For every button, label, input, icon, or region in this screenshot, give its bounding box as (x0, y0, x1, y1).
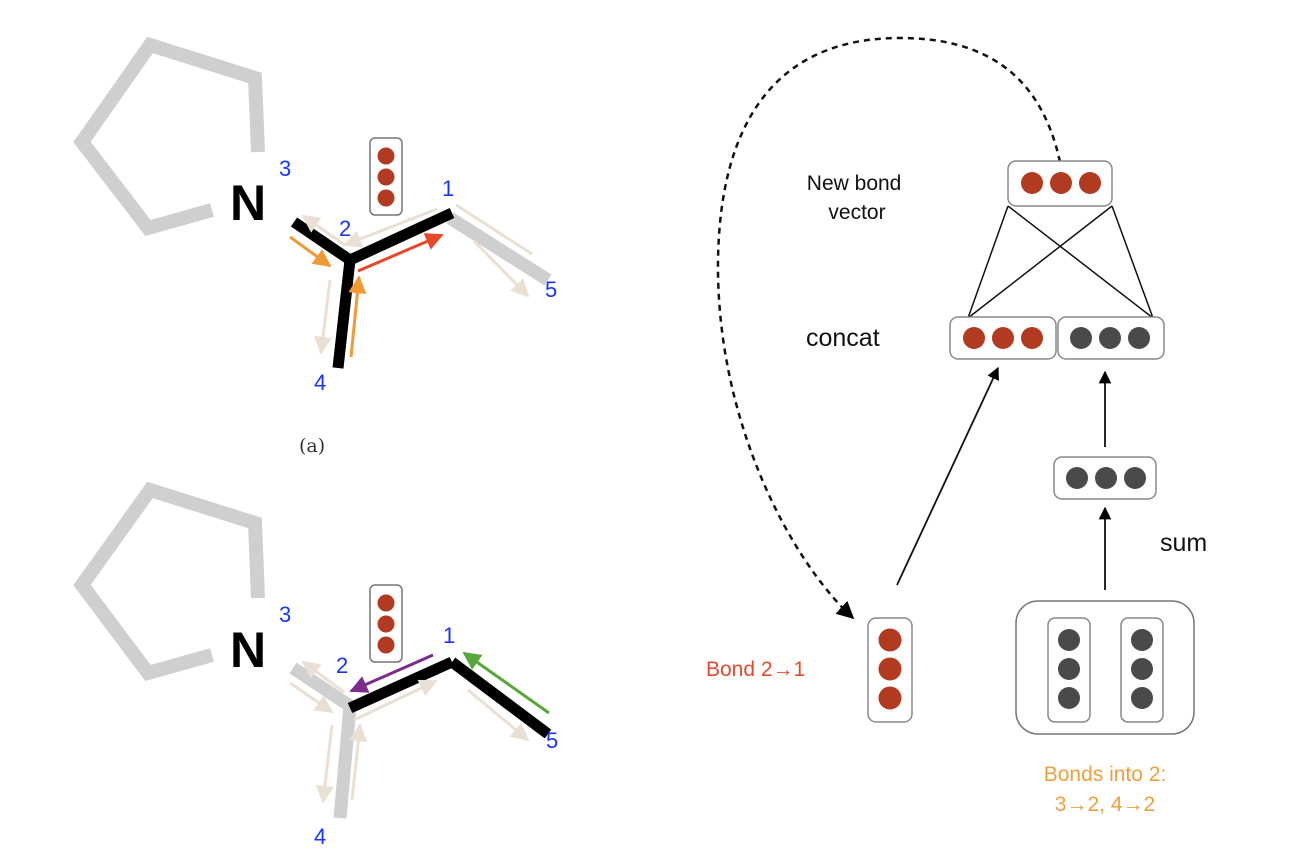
green-arrow-b (462, 651, 550, 715)
vector-dot (377, 147, 395, 165)
concat-label: concat (806, 324, 880, 352)
vector-dot (377, 615, 395, 633)
faint-arrow-b4 (467, 688, 530, 742)
vector-dot (1079, 172, 1101, 194)
atom-label-1: 1 (443, 623, 455, 648)
vector-dot (1070, 327, 1092, 349)
atom-label-2: 2 (336, 653, 348, 678)
network-panel: New bond vector concat sum Bond (706, 36, 1207, 816)
dense-link (1111, 205, 1154, 319)
bond-2-1-b (347, 656, 455, 714)
bonds-into-group (1015, 600, 1195, 735)
purple-arrow-b (349, 653, 434, 693)
atom-label-3: 3 (279, 156, 291, 181)
bond-label: Bond 2→1 (706, 658, 805, 681)
bond-1-5-b (448, 657, 552, 739)
faint-arrow-b3 (353, 679, 438, 722)
arrow-bond-to-concat (896, 366, 999, 586)
vector-dot (963, 327, 985, 349)
bond-2-4-b (333, 705, 357, 819)
feedback-dashed-arrow (716, 36, 1062, 620)
vector-dot (1058, 687, 1080, 709)
atom-label-2: 2 (339, 216, 351, 241)
dense-link (1007, 205, 1154, 319)
faint-arrow-a2 (343, 207, 438, 248)
faint-arrow-a4 (472, 239, 530, 298)
orange-arrow-a2 (348, 275, 367, 358)
atom-n-a: N (230, 175, 266, 231)
faint-arrow-a5 (314, 279, 332, 355)
vector-dot (992, 327, 1014, 349)
faint-arrow-b2 (289, 681, 334, 714)
atom-n-b: N (230, 622, 266, 678)
panel-caption-a: (a) (299, 435, 325, 457)
vector-dot (1131, 687, 1153, 709)
bonds-into-label-2: 3→2, 4→2 (1055, 793, 1155, 816)
faint-arrow-b5 (315, 724, 334, 804)
atom-label-4: 4 (314, 824, 326, 849)
bonds-into-label-1: Bonds into 2: (1044, 763, 1167, 786)
vector-dot (377, 189, 395, 207)
bond-2-4-a (332, 259, 356, 369)
atom-label-4: 4 (314, 370, 326, 395)
vector-dot (1058, 658, 1080, 680)
ring-a (73, 36, 265, 237)
molecule-panel-a: N 3 2 1 5 4 (a) (73, 36, 557, 457)
atom-label-5: 5 (546, 728, 558, 753)
new-bond-label: New bond vector (807, 172, 907, 224)
new-bond-label-line2: vector (828, 201, 885, 224)
vector-dot (1131, 629, 1153, 651)
vector-dot (1131, 658, 1153, 680)
vector-dot (1058, 629, 1080, 651)
atom-label-3: 3 (279, 602, 291, 627)
bond-1-5-a (446, 212, 552, 286)
vector-dot (878, 657, 902, 681)
sum-label: sum (1160, 529, 1207, 557)
atom-label-1: 1 (442, 176, 454, 201)
vector-dot (878, 628, 902, 652)
dense-link (967, 205, 1009, 319)
faint-arrow-b1 (301, 660, 345, 694)
vector-dot (377, 636, 395, 654)
faint-arrow-a1 (301, 214, 346, 247)
vector-dot (1066, 467, 1088, 489)
vector-dot (1095, 467, 1117, 489)
vector-dot (1050, 172, 1072, 194)
atom-label-5: 5 (545, 277, 557, 302)
vector-dot (1021, 172, 1043, 194)
vector-dot (1099, 327, 1121, 349)
vector-dot (878, 686, 902, 710)
bond-2-1-a (347, 208, 455, 265)
faint-arrow-b6 (349, 723, 368, 801)
faint-arrow-a3 (455, 203, 533, 256)
vector-dot (1021, 327, 1043, 349)
vector-dot (377, 594, 395, 612)
red-arrow-a (357, 233, 444, 273)
new-bond-label-line1: New bond (807, 172, 902, 195)
dense-link (967, 205, 1113, 319)
vector-dot (1128, 327, 1150, 349)
vector-dot (1124, 467, 1146, 489)
vector-dot (377, 168, 395, 186)
molecule-panel-b: N 3 2 1 5 4 (73, 481, 558, 849)
ring-b (73, 481, 265, 682)
orange-arrow-a1 (289, 235, 332, 268)
